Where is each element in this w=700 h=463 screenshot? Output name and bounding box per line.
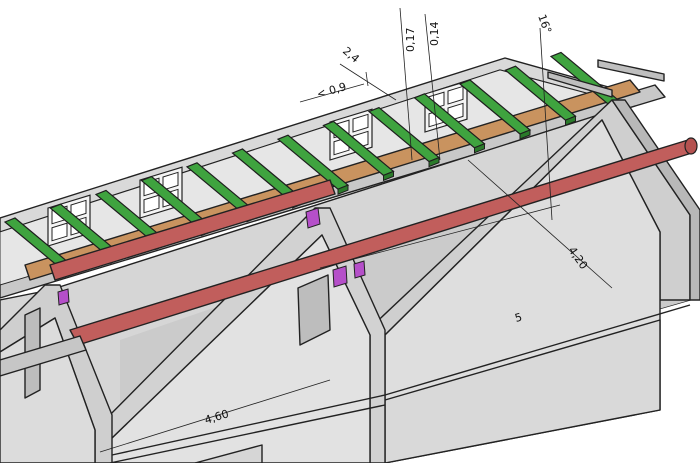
dimension-rafter-spacing: 2,4 [340,44,362,65]
purple-bracket-icon [332,265,348,288]
purple-bracket-icon [353,260,366,279]
dimension-length-mid: 5 [513,311,523,325]
floor-line-right [384,304,691,396]
ridge-end-plate [547,71,613,98]
purple-bracket-icon [305,207,321,229]
rafter-end [428,156,440,168]
rafter-end [337,184,349,195]
dimension-offset-max: < 0,9 [315,80,348,101]
rafter-end [565,115,576,126]
right-gable-end [611,99,700,301]
rafter-end [519,129,531,140]
lower-storey-left [194,444,263,463]
rafter-end [474,143,485,154]
rafter-end [383,170,394,182]
purple-bracket-icon [57,288,70,306]
dimension-thickness-a: 0,17 [404,28,417,53]
purple-brackets [57,207,366,306]
middle-wall-opening [297,274,331,346]
dimension-lines [99,7,613,453]
dimension-thickness-b: 0,14 [428,22,441,47]
ridge-cap [597,59,665,82]
grey-front-beam [0,335,87,377]
dimension-roof-pitch: 16° [535,13,554,36]
green-rafters [3,51,623,278]
lower-floor-line-2 [109,404,386,463]
lower-floor-line [111,394,386,456]
